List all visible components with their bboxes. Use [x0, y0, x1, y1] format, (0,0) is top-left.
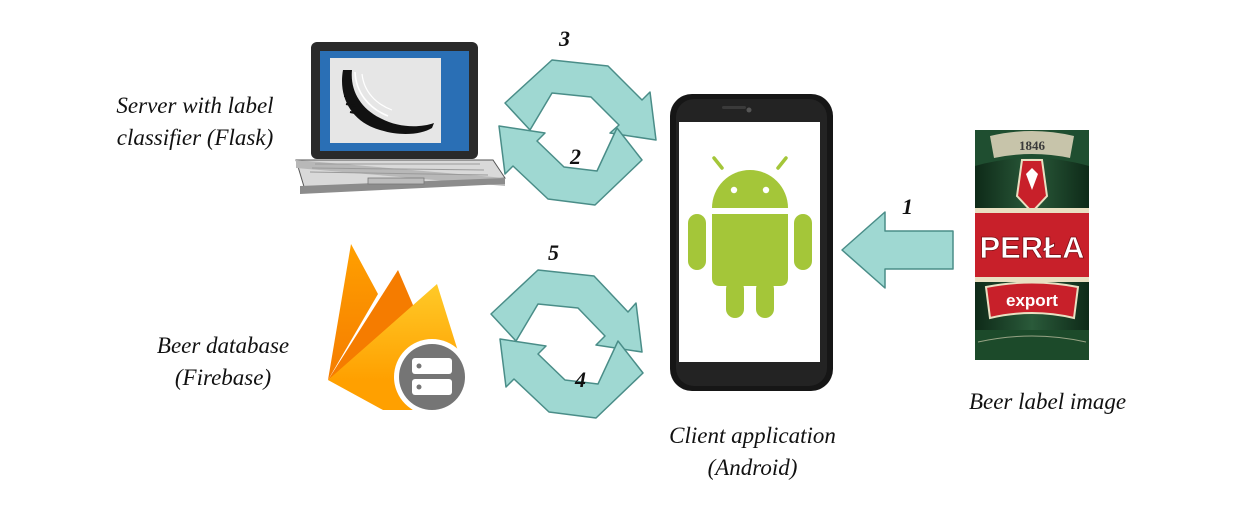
android-phone-icon: [670, 94, 833, 391]
laptop-icon: [295, 42, 506, 194]
bottle-year: 1846: [1019, 138, 1046, 153]
step-3-number: 3: [559, 26, 570, 51]
client-label-line1: Client application: [669, 423, 836, 448]
step-2-number: 2: [570, 144, 581, 169]
android-robot-icon: [688, 156, 812, 318]
server-label-line2: classifier (Flask): [116, 125, 274, 150]
arrow-1-image-to-client: [841, 211, 954, 289]
bottle-brand: PERŁA: [979, 230, 1084, 265]
step-5-number: 5: [548, 240, 559, 265]
bottle-variant: export: [1006, 291, 1058, 310]
server-label: Server with label classifier (Flask): [80, 90, 310, 154]
step-1-number: 1: [902, 194, 913, 219]
image-label: Beer label image: [968, 389, 1127, 414]
client-label: Client application (Android): [635, 420, 870, 484]
arrow-3-flask-to-client: [504, 59, 657, 141]
beer-label-photo: [975, 130, 1089, 360]
database-label-line2: (Firebase): [174, 365, 272, 390]
arrow-5-firebase-to-client: [490, 269, 643, 353]
step-4-number: 4: [575, 367, 586, 392]
arrow-2-client-to-flask: [498, 125, 643, 206]
server-label-line1: Server with label: [116, 93, 274, 118]
client-label-line2: (Android): [707, 455, 798, 480]
database-label-line1: Beer database: [156, 333, 290, 358]
flask-logo-icon: [342, 70, 434, 135]
database-server-icon: [394, 339, 470, 415]
arrow-4-client-to-firebase: [499, 338, 644, 419]
database-label: Beer database (Firebase): [128, 330, 318, 394]
